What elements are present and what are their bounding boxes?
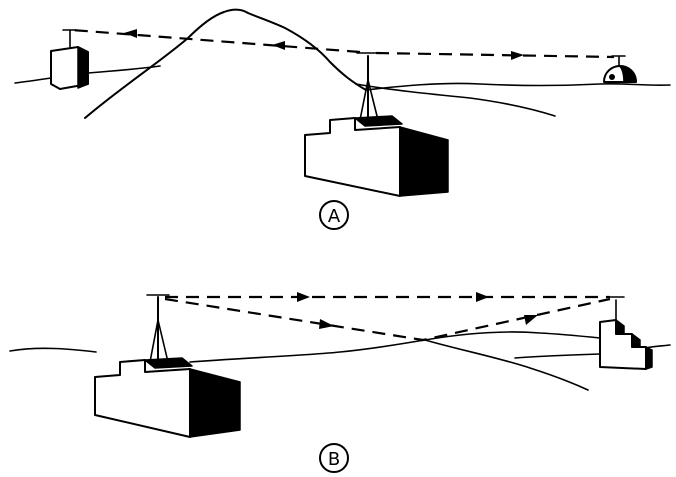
panel-b: B <box>9 292 671 473</box>
panel-a: A <box>14 8 671 230</box>
panel-a-arrow-left-outer <box>124 29 137 38</box>
panel-b-label: B <box>319 443 349 473</box>
panel-b-right-station <box>599 296 653 370</box>
panel-b-arrow-direct-1 <box>297 292 310 302</box>
panel-a-arrow-left-inner <box>272 41 285 50</box>
panel-a-label: A <box>319 200 349 230</box>
svg-text:A: A <box>328 206 341 227</box>
panel-b-reflected-path <box>164 297 611 342</box>
panel-b-main-station <box>94 294 241 438</box>
panel-a-ground-slope <box>355 83 556 117</box>
svg-text:B: B <box>328 449 340 470</box>
panel-b-arrow-reflected-down <box>319 319 334 329</box>
panel-a-left-station <box>50 29 89 90</box>
panel-b-ground-left <box>9 347 97 353</box>
panel-b-arrow-direct-2 <box>476 292 489 302</box>
panel-a-path-to-left <box>71 28 361 54</box>
panel-a-ground-right <box>365 82 671 91</box>
panel-a-path-to-right <box>375 51 615 59</box>
panel-a-hill <box>84 8 367 119</box>
panel-b-ground-right <box>514 353 601 359</box>
panel-b-ground-dip <box>424 339 589 391</box>
panel-b-ground-middle <box>189 331 601 363</box>
panel-a-main-station <box>304 52 449 197</box>
panel-b-arrow-reflected-up <box>524 315 538 325</box>
panel-a-arrow-right <box>511 51 524 60</box>
panel-a-right-station <box>603 55 637 83</box>
